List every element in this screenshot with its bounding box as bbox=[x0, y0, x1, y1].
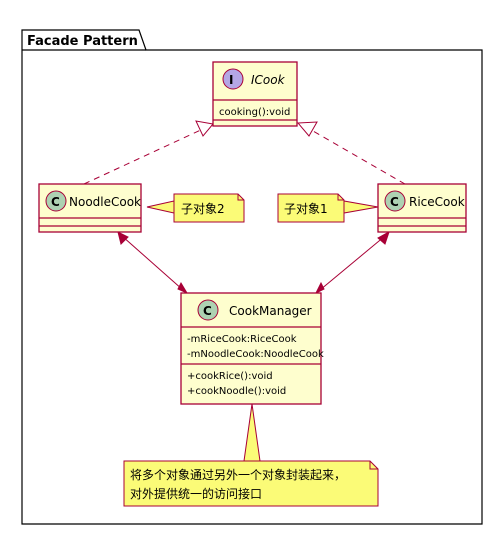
arrowhead-noodle bbox=[117, 231, 129, 245]
note-manager-line-2: 对外提供统一的访问接口 bbox=[130, 486, 262, 501]
class-stereotype-letter: C bbox=[51, 195, 60, 209]
interface-stereotype-letter: I bbox=[229, 73, 233, 87]
composition-diamond-left bbox=[177, 281, 189, 295]
noodlecook-name: NoodleCook bbox=[69, 195, 141, 209]
package-title: Facade Pattern bbox=[27, 34, 138, 49]
cookmanager-method: +cookNoodle():void bbox=[187, 386, 286, 397]
package-facade-pattern: Facade Pattern bbox=[21, 29, 483, 525]
cookmanager-field: -mNoodleCook:NoodleCook bbox=[187, 349, 324, 360]
realization-arrowhead-left bbox=[195, 120, 214, 137]
class-stereotype-icon bbox=[384, 190, 406, 212]
composition-diamond-right bbox=[314, 281, 325, 295]
interface-name: ICook bbox=[251, 73, 286, 87]
composition-manager-rice bbox=[319, 235, 386, 291]
note-manager: 将多个对象通过另外一个对象封装起来， 对外提供统一的访问接口 bbox=[123, 460, 379, 507]
noodlecook-class: C NoodleCook bbox=[38, 183, 142, 233]
ricecook-class: C RiceCook bbox=[377, 183, 467, 233]
ricecook-name: RiceCook bbox=[409, 195, 465, 209]
icook-interface: I ICook cooking():void bbox=[212, 61, 298, 127]
composition-manager-noodle bbox=[121, 235, 184, 291]
interface-method: cooking():void bbox=[219, 107, 290, 118]
note-rice-text: 子对象1 bbox=[284, 202, 328, 216]
note-rice: 子对象1 bbox=[277, 193, 345, 223]
cookmanager-class: C CookManager -mRiceCook:RiceCook -mNood… bbox=[180, 292, 324, 405]
note-noodle-text: 子对象2 bbox=[181, 202, 225, 216]
interface-stereotype-icon bbox=[222, 68, 244, 90]
realization-rice-to-icook bbox=[305, 126, 406, 185]
connectors bbox=[83, 120, 406, 462]
cookmanager-field: -mRiceCook:RiceCook bbox=[187, 334, 297, 345]
arrowhead-rice bbox=[377, 230, 390, 245]
class-stereotype-letter: C bbox=[203, 304, 212, 318]
note-noodle: 子对象2 bbox=[173, 193, 245, 223]
realization-noodle-to-icook bbox=[83, 127, 206, 185]
cookmanager-name: CookManager bbox=[229, 304, 312, 318]
note-manager-line-1: 将多个对象通过另外一个对象封装起来， bbox=[130, 468, 346, 482]
realization-arrowhead-right bbox=[296, 121, 318, 137]
cookmanager-method: +cookRice():void bbox=[187, 371, 273, 382]
class-stereotype-icon bbox=[197, 299, 219, 321]
class-stereotype-icon bbox=[45, 190, 67, 212]
class-stereotype-letter: C bbox=[390, 195, 399, 209]
